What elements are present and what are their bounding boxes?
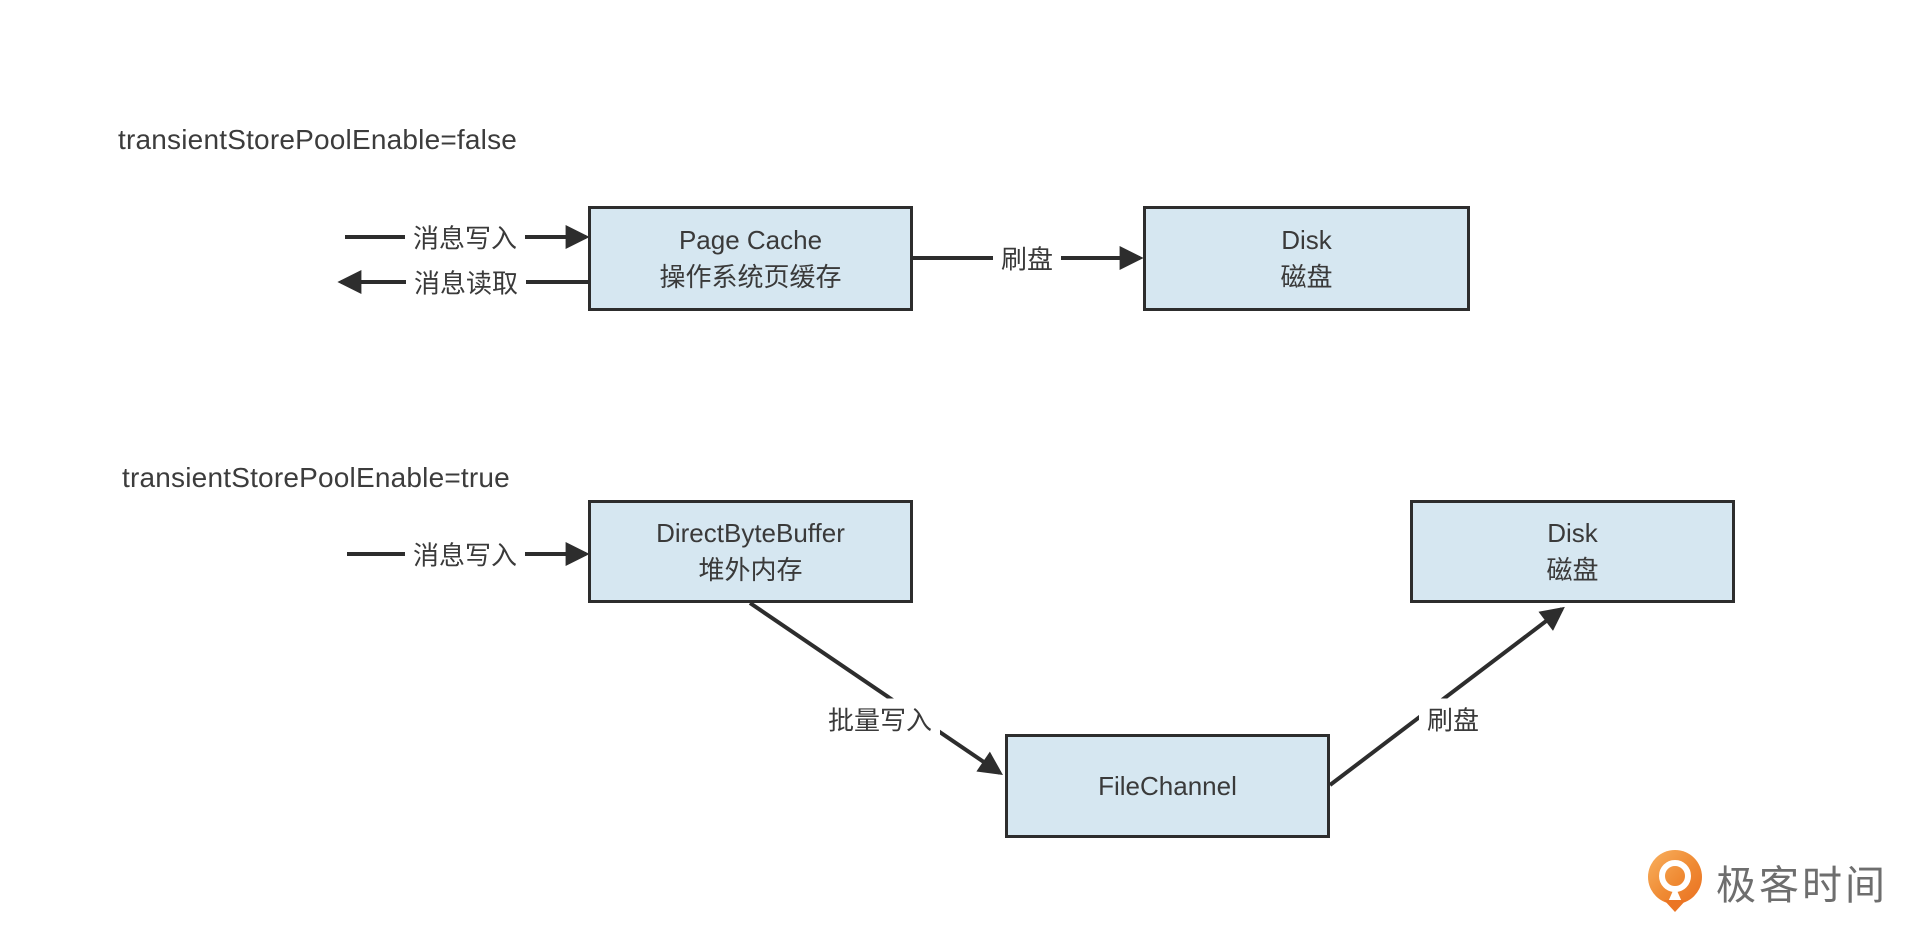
edge-label-flush-2: 刷盘 [1418, 698, 1488, 740]
node-direct-byte-buffer-title: DirectByteBuffer [656, 517, 845, 548]
node-page-cache-subtitle: 操作系统页缓存 [659, 261, 842, 292]
node-disk-2-subtitle: 磁盘 [1546, 554, 1599, 585]
edge-label-message-write-2: 消息写入 [404, 533, 526, 575]
node-disk-1: Disk 磁盘 [1143, 206, 1470, 311]
edge-label-message-read: 消息读取 [405, 261, 527, 303]
node-file-channel: FileChannel [1005, 734, 1330, 838]
logo-pin-tail-shape [1664, 900, 1686, 912]
section-title-pool-enabled: transientStorePoolEnable=true [122, 462, 510, 493]
node-direct-byte-buffer-subtitle: 堆外内存 [698, 554, 803, 585]
node-disk-1-title: Disk [1281, 224, 1332, 255]
section-title-pool-disabled: transientStorePoolEnable=false [118, 124, 518, 155]
arrow-flush-filechannel-disk [1328, 606, 1565, 787]
edge-label-message-write-1: 消息写入 [404, 216, 526, 258]
geektime-logo-text: 极客时间 [1716, 864, 1888, 908]
node-direct-byte-buffer: DirectByteBuffer 堆外内存 [588, 500, 913, 603]
arrow-batchwrite-filechannel [748, 601, 1003, 776]
edge-label-batch-write: 批量写入 [819, 698, 941, 740]
node-disk-2: Disk 磁盘 [1410, 500, 1735, 603]
node-page-cache-title: Page Cache [678, 224, 823, 255]
node-disk-1-subtitle: 磁盘 [1280, 261, 1333, 292]
node-page-cache: Page Cache 操作系统页缓存 [588, 206, 913, 311]
geektime-logo-icon [1648, 850, 1702, 914]
edge-label-flush-1: 刷盘 [992, 237, 1062, 279]
node-disk-2-title: Disk [1547, 517, 1598, 548]
geektime-brand: 极客时间 [1648, 850, 1888, 914]
logo-wedge-shape [1668, 886, 1682, 902]
node-file-channel-title: FileChannel [1098, 770, 1237, 801]
